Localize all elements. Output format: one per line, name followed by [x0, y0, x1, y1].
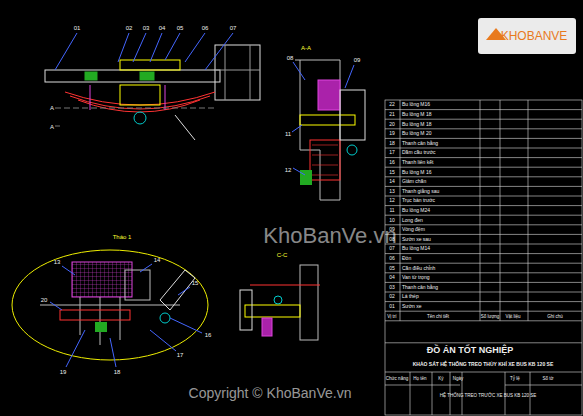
callout-number: 20: [41, 297, 48, 303]
table-header: Tên chi tiết: [427, 315, 449, 320]
table-header: Vật liệu: [505, 315, 520, 320]
view-title: C-C: [277, 252, 288, 258]
table-cell: 07: [389, 246, 395, 251]
table-cell: 15: [389, 170, 395, 175]
title-block-cell: Chức năng: [386, 377, 408, 382]
table-cell: Dầm cầu trước: [402, 150, 436, 155]
table-cell: Sườn xe sau: [402, 237, 431, 242]
callout-number: 09: [354, 57, 361, 63]
logo-text: KHOBANVE: [501, 30, 568, 42]
table-cell: Long đen: [402, 218, 423, 223]
table-cell: Bu lông M 16: [402, 170, 431, 175]
callout-number: 02: [126, 25, 133, 31]
table-cell: Bu lông M 18: [402, 122, 431, 127]
table-cell: 06: [389, 256, 395, 261]
callout-number: 16: [205, 332, 212, 338]
table-cell: 22: [389, 102, 395, 107]
callout-number: 07: [230, 25, 237, 31]
table-header: Vị trí: [387, 315, 396, 320]
watermark: KhoBanVe.vn: [263, 225, 396, 247]
callout-number: 15: [192, 280, 199, 286]
table-cell: 19: [389, 131, 395, 136]
section-mark: A: [50, 105, 54, 111]
table-cell: Thanh giằng sau: [402, 189, 439, 194]
table-cell: 02: [389, 294, 395, 299]
callout-number: 11: [285, 131, 291, 137]
table-cell: Thanh liên kết: [402, 160, 433, 165]
callout-number: 01: [74, 25, 81, 31]
table-cell: Thanh cân bằng: [402, 285, 438, 290]
table-cell: 12: [389, 198, 395, 203]
table-header: Số lượng: [481, 315, 500, 320]
table-cell: Trục bàn trước: [402, 198, 435, 203]
title-block-cell: Số tờ: [543, 377, 554, 382]
table-cell: 18: [389, 141, 395, 146]
section-mark: A: [50, 124, 54, 130]
table-cell: 05: [389, 266, 395, 271]
table-cell: 14: [389, 179, 395, 184]
table-cell: Sườn xe: [402, 304, 421, 309]
callout-number: 04: [159, 25, 166, 31]
table-cell: 16: [389, 160, 395, 165]
table-cell: Đòn: [402, 256, 411, 261]
table-cell: 13: [389, 189, 395, 194]
table-cell: 20: [389, 122, 395, 127]
callout-number: 03: [143, 25, 150, 31]
table-cell: 17: [389, 150, 395, 155]
table-cell: Cần điều chỉnh: [402, 266, 435, 271]
callout-number: 06: [202, 25, 209, 31]
table-cell: Bu lông M 18: [402, 112, 431, 117]
callout-number: 19: [60, 369, 67, 375]
table-cell: 03: [389, 285, 395, 290]
callout-number: 12: [285, 167, 292, 173]
title-block-cell: Ngày: [453, 377, 464, 382]
table-cell: 04: [389, 275, 395, 280]
table-cell: Lá thép: [402, 294, 419, 299]
view-title: Tháo 1: [113, 234, 132, 240]
drawing-name: HỆ THỐNG TREO TRƯỚC XE BUS KB 120 SE: [440, 394, 536, 399]
table-cell: 01: [389, 304, 395, 309]
table-cell: 10: [389, 218, 395, 223]
project-title: KHẢO SÁT HỆ THỐNG TREO THỦY KHÍ XE BUS K…: [413, 362, 553, 367]
callout-number: 13: [54, 259, 61, 265]
table-cell: Giảm chấn: [402, 179, 426, 184]
sheet-title: ĐỒ ÁN TỐT NGHIỆP: [427, 346, 514, 355]
table-cell: Bu lông M16: [402, 102, 430, 107]
table-cell: 11: [389, 208, 394, 213]
table-cell: Thanh cân bằng: [402, 141, 438, 146]
table-header: Ghi chú: [547, 315, 563, 320]
table-cell: Bu lông M24: [402, 208, 430, 213]
callout-number: 05: [177, 25, 184, 31]
title-block-cell: Họ tên: [413, 377, 426, 382]
table-cell: Van từ trọng: [402, 275, 429, 280]
table-cell: Bu lông M14: [402, 246, 430, 251]
table-cell: Bu lông M 20: [402, 131, 431, 136]
title-block-cell: Ký: [438, 377, 443, 382]
callout-number: 08: [287, 55, 294, 61]
table-cell: Vòng đệm: [402, 227, 425, 232]
table-cell: 21: [389, 112, 395, 117]
title-block-cell: Tỷ lệ: [510, 377, 520, 382]
callout-number: 17: [177, 352, 184, 358]
view-title: A-A: [301, 45, 311, 51]
copyright-watermark: Copyright © KhoBanVe.vn: [189, 386, 352, 400]
callout-number: 18: [114, 369, 121, 375]
callout-number: 14: [154, 257, 161, 263]
